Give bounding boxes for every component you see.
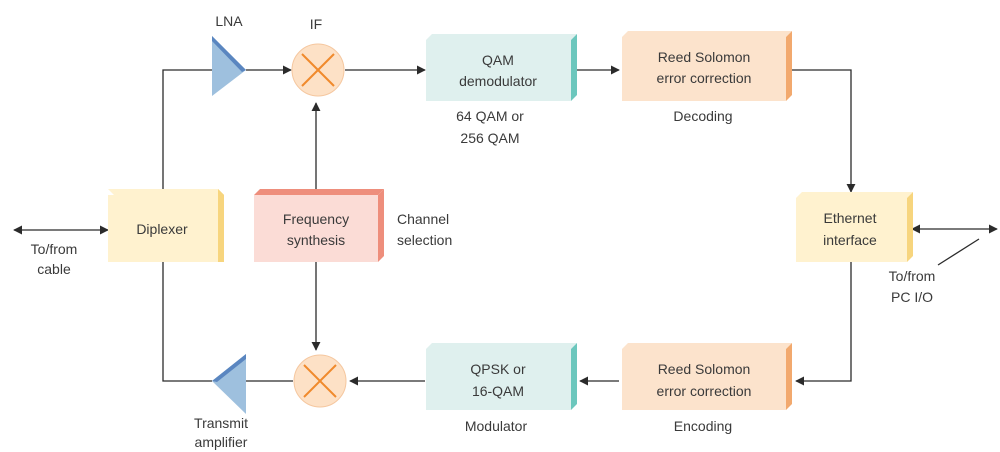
ethernet-interface-block: Ethernet interface — [796, 192, 913, 262]
rs-encoder-line1: Reed Solomon — [658, 361, 751, 377]
pc-pointer-line — [937, 238, 980, 266]
reed-solomon-decoder-block: Reed Solomon error correction — [622, 31, 792, 101]
qam-demodulator-line2: demodulator — [459, 73, 537, 89]
ethernet-line1: Ethernet — [824, 210, 877, 226]
transmit-amplifier-line1: Transmit — [194, 415, 248, 431]
path-rs-decoder-to-ethernet — [790, 69, 856, 193]
rs-decoder-line2: error correction — [657, 70, 752, 86]
pc-label-line1: To/from — [889, 268, 936, 284]
path-diplexer-to-lna — [162, 69, 212, 195]
decoding-label: Decoding — [673, 108, 732, 124]
lna-label: LNA — [215, 13, 243, 29]
pc-label-line2: PC I/O — [891, 289, 933, 305]
frequency-synthesis-line1: Frequency — [283, 211, 349, 227]
qam-demodulator-line1: QAM — [482, 52, 514, 68]
reed-solomon-encoder-block: Reed Solomon error correction — [622, 343, 792, 410]
frequency-synthesis-block: Frequency synthesis — [254, 189, 384, 262]
frequency-synthesis-line2: synthesis — [287, 232, 345, 248]
rs-encoder-line2: error correction — [657, 383, 752, 399]
path-ethernet-to-rs-encoder — [795, 262, 852, 386]
qam-sub-label-line2: 256 QAM — [460, 130, 519, 146]
signal-paths — [13, 65, 998, 386]
ethernet-line2: interface — [823, 232, 877, 248]
channel-selection-line2: selection — [397, 232, 452, 248]
if-mixer-icon — [291, 43, 345, 97]
qpsk-line1: QPSK or — [470, 361, 526, 377]
qam-demodulator-block: QAM demodulator — [426, 34, 577, 101]
lna-amplifier-icon — [212, 36, 246, 96]
cable-label-line1: To/from — [31, 241, 78, 257]
rs-decoder-line1: Reed Solomon — [658, 49, 751, 65]
transmit-amplifier-icon — [212, 354, 246, 414]
diplexer-block: Diplexer — [108, 189, 224, 262]
encoding-label: Encoding — [674, 418, 732, 434]
qam-sub-label-line1: 64 QAM or — [456, 108, 524, 124]
qpsk-modulator-block: QPSK or 16-QAM — [426, 343, 577, 410]
transmit-amplifier-line2: amplifier — [195, 434, 248, 450]
channel-selection-line1: Channel — [397, 211, 449, 227]
cable-label-line2: cable — [37, 261, 71, 277]
diplexer-label: Diplexer — [136, 221, 188, 237]
modulator-label: Modulator — [465, 418, 528, 434]
qpsk-line2: 16-QAM — [472, 383, 524, 399]
path-amp-to-diplexer — [162, 262, 212, 382]
if-label: IF — [310, 16, 322, 32]
tx-mixer-icon — [293, 354, 347, 408]
